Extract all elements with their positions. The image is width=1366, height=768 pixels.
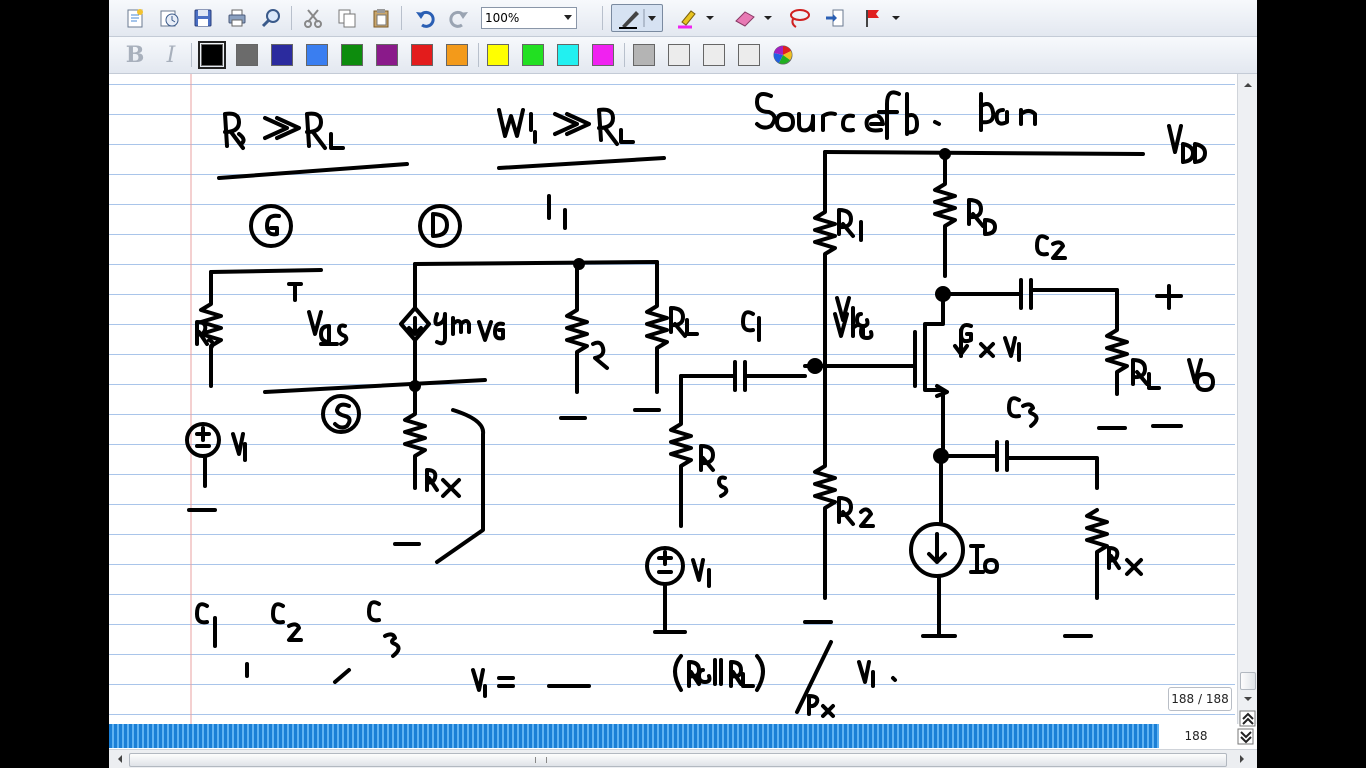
thickness-custom-button[interactable]	[738, 44, 760, 66]
journal-app-window: 100% B I	[109, 0, 1257, 768]
color-swatch-lime[interactable]	[522, 44, 544, 66]
next-page-icon[interactable]	[1237, 728, 1255, 746]
cut-icon[interactable]	[299, 4, 327, 32]
print-icon[interactable]	[223, 4, 251, 32]
grip-icon	[535, 757, 547, 763]
save-icon[interactable]	[189, 4, 217, 32]
format-toolbar: B I	[109, 37, 1257, 74]
highlighter-icon[interactable]	[673, 4, 701, 32]
scroll-down-icon[interactable]	[1243, 694, 1253, 704]
find-icon[interactable]	[257, 4, 285, 32]
thickness-fine-button[interactable]	[633, 44, 655, 66]
color-swatch-blue[interactable]	[306, 44, 328, 66]
pen-icon[interactable]	[611, 4, 663, 32]
horizontal-scrollbar[interactable]	[109, 749, 1257, 768]
color-swatch-yellow[interactable]	[487, 44, 509, 66]
color-swatch-green[interactable]	[341, 44, 363, 66]
scroll-right-icon[interactable]	[1237, 754, 1247, 764]
color-swatch-red[interactable]	[411, 44, 433, 66]
paste-icon[interactable]	[367, 4, 395, 32]
journal-page-canvas[interactable]	[109, 74, 1235, 724]
insert-time-icon[interactable]	[155, 4, 183, 32]
handwriting-ink-layer	[109, 74, 1235, 724]
redo-icon[interactable]	[445, 4, 473, 32]
copy-icon[interactable]	[333, 4, 361, 32]
thickness-thick-button[interactable]	[703, 44, 725, 66]
bold-icon[interactable]: B	[125, 42, 145, 68]
vertical-scrollbar[interactable]	[1237, 74, 1257, 727]
color-picker-icon[interactable]	[769, 41, 797, 69]
undo-icon[interactable]	[411, 4, 439, 32]
new-page-icon[interactable]	[121, 4, 149, 32]
eraser-icon[interactable]	[731, 4, 759, 32]
page-progress-bar[interactable]	[109, 724, 1159, 748]
horizontal-scroll-thumb[interactable]	[129, 753, 1227, 767]
lasso-icon[interactable]	[785, 4, 813, 32]
zoom-value: 100%	[485, 11, 520, 25]
scroll-left-icon[interactable]	[115, 754, 125, 764]
thickness-medium-button[interactable]	[668, 44, 690, 66]
scroll-up-icon[interactable]	[1243, 80, 1253, 90]
flag-icon[interactable]	[859, 4, 887, 32]
insert-space-icon[interactable]	[821, 4, 849, 32]
color-swatch-black[interactable]	[198, 41, 226, 69]
page-indicator: 188 / 188	[1168, 687, 1232, 711]
page-number: 188	[1159, 724, 1233, 748]
italic-icon[interactable]: I	[166, 42, 176, 68]
color-swatch-magenta[interactable]	[592, 44, 614, 66]
vertical-scroll-thumb[interactable]	[1240, 672, 1256, 690]
color-swatch-orange[interactable]	[446, 44, 468, 66]
chevron-down-icon[interactable]	[703, 4, 717, 32]
color-swatch-navy[interactable]	[271, 44, 293, 66]
color-swatch-cyan[interactable]	[557, 44, 579, 66]
chevron-down-icon[interactable]	[889, 4, 903, 32]
main-toolbar: 100%	[109, 0, 1257, 37]
chevron-down-icon[interactable]	[761, 4, 775, 32]
color-swatch-purple[interactable]	[376, 44, 398, 66]
prev-page-icon[interactable]	[1239, 710, 1257, 728]
color-swatch-gray[interactable]	[236, 44, 258, 66]
chevron-down-icon	[564, 15, 572, 20]
zoom-select[interactable]: 100%	[481, 7, 577, 29]
ruled-lines	[109, 74, 1235, 724]
